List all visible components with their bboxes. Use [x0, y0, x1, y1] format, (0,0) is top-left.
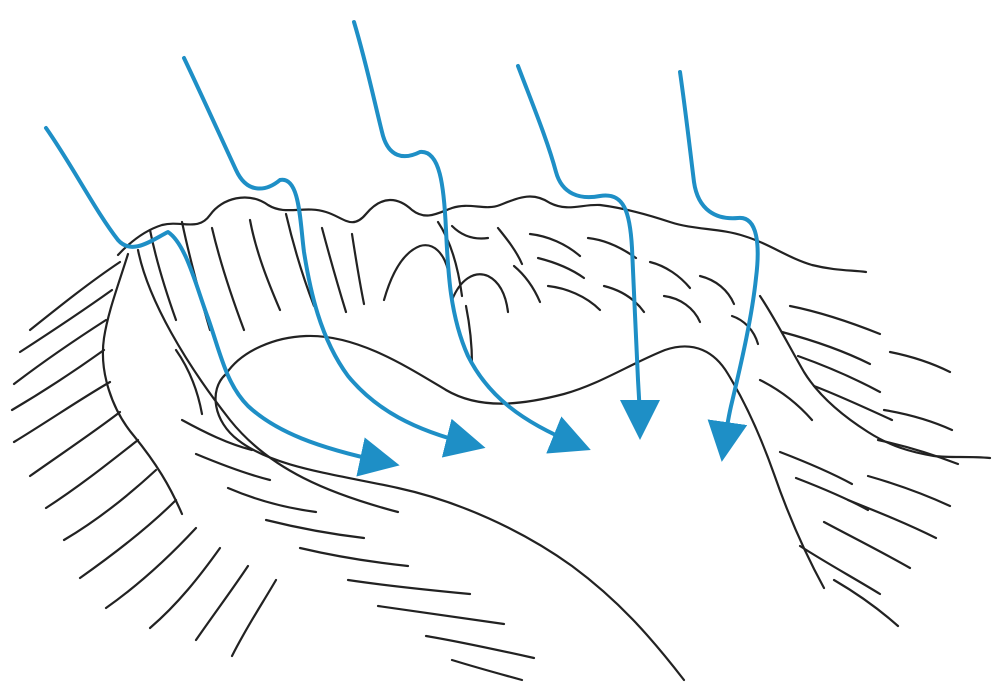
right-slope-hachure: [824, 522, 910, 568]
cirque-hachure: [548, 286, 600, 310]
right-slope-hachure: [798, 356, 880, 392]
right-slope-hachure: [884, 410, 952, 430]
cirque-hachure: [212, 228, 244, 330]
cirque-hachure: [604, 286, 644, 312]
flow-arrow-3: [354, 22, 576, 444]
cirque-hachure: [322, 228, 346, 312]
left-slope-hachure: [12, 350, 104, 410]
floor-hachure: [182, 420, 252, 450]
left-slope-hachure: [232, 580, 276, 656]
right-slope-hachure: [800, 546, 880, 594]
flow-arrow-2: [184, 58, 470, 444]
cirque-hachure: [530, 234, 580, 256]
flow-arrow-1: [46, 128, 384, 462]
cirque-hachure: [150, 230, 176, 320]
floor-hachure: [266, 520, 364, 538]
floor-hachure: [452, 660, 522, 680]
right-slope-hachure: [890, 352, 950, 372]
right-slope-hachure: [796, 478, 868, 510]
right-slope-hachure: [868, 476, 950, 506]
cirque-hachure: [352, 234, 364, 304]
cirque-hachure: [514, 266, 540, 302]
terrain-sketch: [12, 197, 990, 680]
left-slope-hachure: [14, 382, 110, 442]
cirque-hachure: [498, 228, 522, 264]
cirque-hachure: [250, 220, 280, 310]
glacier-tongue-outer: [216, 374, 684, 680]
left-slope-hachure: [150, 548, 220, 628]
floor-hachure: [300, 548, 408, 566]
left-slope-hachure: [196, 566, 248, 640]
left-slope-hachure: [80, 500, 176, 578]
floor-hachure: [176, 350, 202, 414]
cirque-hachure: [588, 238, 636, 258]
right-ridge-line: [760, 296, 990, 458]
left-slope-hachure: [20, 290, 112, 352]
right-slope-hachure: [760, 380, 812, 420]
flow-arrows: [46, 22, 758, 462]
floor-hachure: [426, 636, 534, 658]
cirque-hachure: [650, 262, 690, 288]
left-slope-hachure: [14, 320, 106, 384]
cirque-hachure: [538, 258, 584, 278]
right-slope-hachure: [780, 452, 852, 484]
floor-hachure: [378, 606, 504, 624]
right-slope-hachure: [782, 332, 870, 364]
right-slope-hachure: [834, 580, 898, 626]
cirque-hachure: [384, 245, 448, 300]
floor-hachure: [228, 488, 316, 512]
left-slope-hachure: [30, 412, 120, 476]
cirque-hachure: [664, 296, 700, 322]
cirque-hachure: [452, 226, 488, 239]
right-slope-hachure: [790, 306, 880, 334]
glacier-tongue-inner: [138, 250, 398, 512]
cirque-hachure: [700, 276, 734, 304]
flow-arrow-5: [680, 72, 758, 446]
floor-hachure: [348, 580, 470, 594]
floor-hachure: [196, 454, 270, 480]
crater-basin-outline: [226, 336, 824, 588]
left-ridge-line: [103, 254, 182, 514]
